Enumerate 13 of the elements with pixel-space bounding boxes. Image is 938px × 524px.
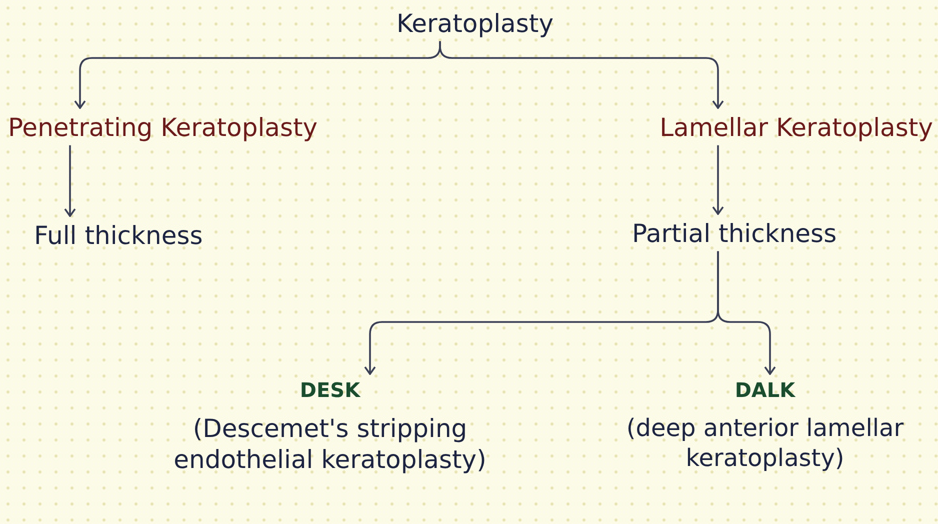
node-description: (Descemet's stripping endothelial keratoplasty) <box>172 413 488 476</box>
node-label: Partial thickness <box>632 218 837 250</box>
node-label: DALK <box>734 378 796 403</box>
arrow <box>717 251 776 375</box>
arrow <box>439 41 724 109</box>
node-label: Penetrating Keratoplasty <box>8 112 318 144</box>
node-label: Full thickness <box>34 220 203 252</box>
node-label: Keratoplasty <box>396 8 554 40</box>
node-label: Lamellar Keratoplasty <box>660 112 933 144</box>
node-label: DESK <box>300 378 360 403</box>
arrow <box>64 145 76 217</box>
arrow <box>712 145 724 215</box>
node-description: (deep anterior lamellar keratoplasty) <box>625 413 905 473</box>
